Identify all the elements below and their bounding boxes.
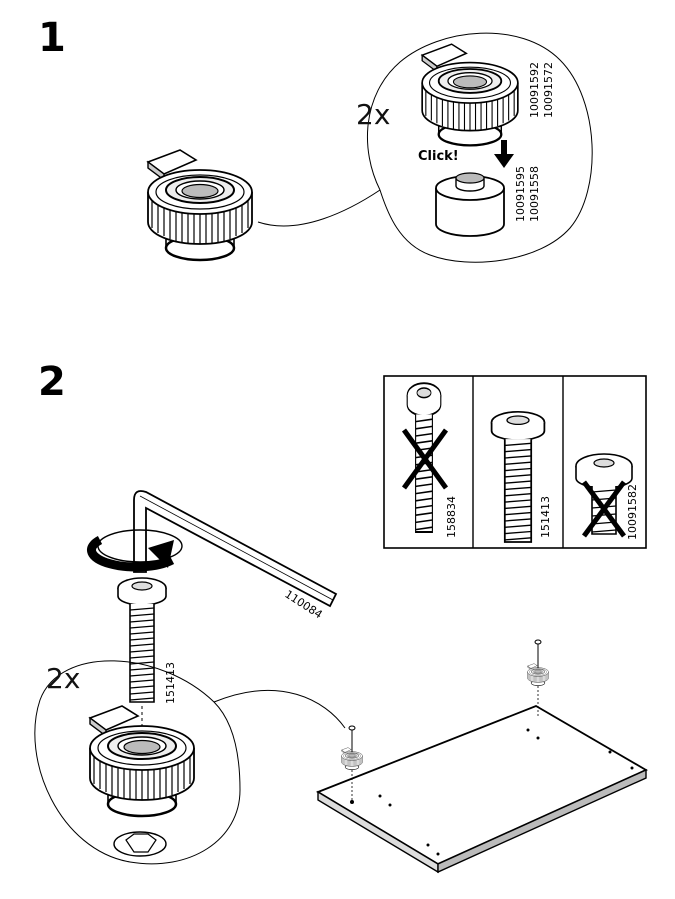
panel-board-icon bbox=[315, 639, 648, 874]
step1-detail-circle bbox=[366, 32, 593, 263]
step1-knob-large bbox=[146, 148, 254, 262]
click-label: Click! bbox=[418, 149, 459, 164]
rotate-arrow-icon bbox=[86, 529, 183, 572]
step1-callout-connector bbox=[257, 189, 381, 227]
step-1-number: 1 bbox=[38, 15, 66, 61]
panel-code-3: 10091582 bbox=[626, 484, 639, 540]
step1-quantity: 2x bbox=[356, 98, 390, 131]
step1-knob-detail bbox=[421, 43, 519, 147]
cross-icon bbox=[401, 428, 449, 490]
allen-key-icon bbox=[133, 490, 338, 608]
part-code-base-1: 10091595 bbox=[514, 166, 527, 222]
step2-quantity: 2x bbox=[46, 662, 80, 695]
step-2-number: 2 bbox=[38, 359, 66, 405]
step2-knob-detail bbox=[88, 704, 196, 818]
arrow-down-icon bbox=[494, 140, 514, 168]
hex-nut-icon bbox=[113, 831, 167, 857]
step1-base-cylinder bbox=[435, 172, 505, 237]
part-code-knob-2: 10091572 bbox=[542, 62, 555, 118]
screw-icon bbox=[117, 577, 167, 703]
part-code-base-2: 10091558 bbox=[528, 166, 541, 222]
step2-detail-circle bbox=[34, 660, 346, 865]
panel-code-2: 151413 bbox=[539, 496, 552, 538]
panel-code-1: 158834 bbox=[445, 496, 458, 538]
cross-icon bbox=[581, 480, 627, 538]
part-code-knob-1: 10091592 bbox=[528, 62, 541, 118]
screw-code: 151413 bbox=[164, 662, 177, 704]
